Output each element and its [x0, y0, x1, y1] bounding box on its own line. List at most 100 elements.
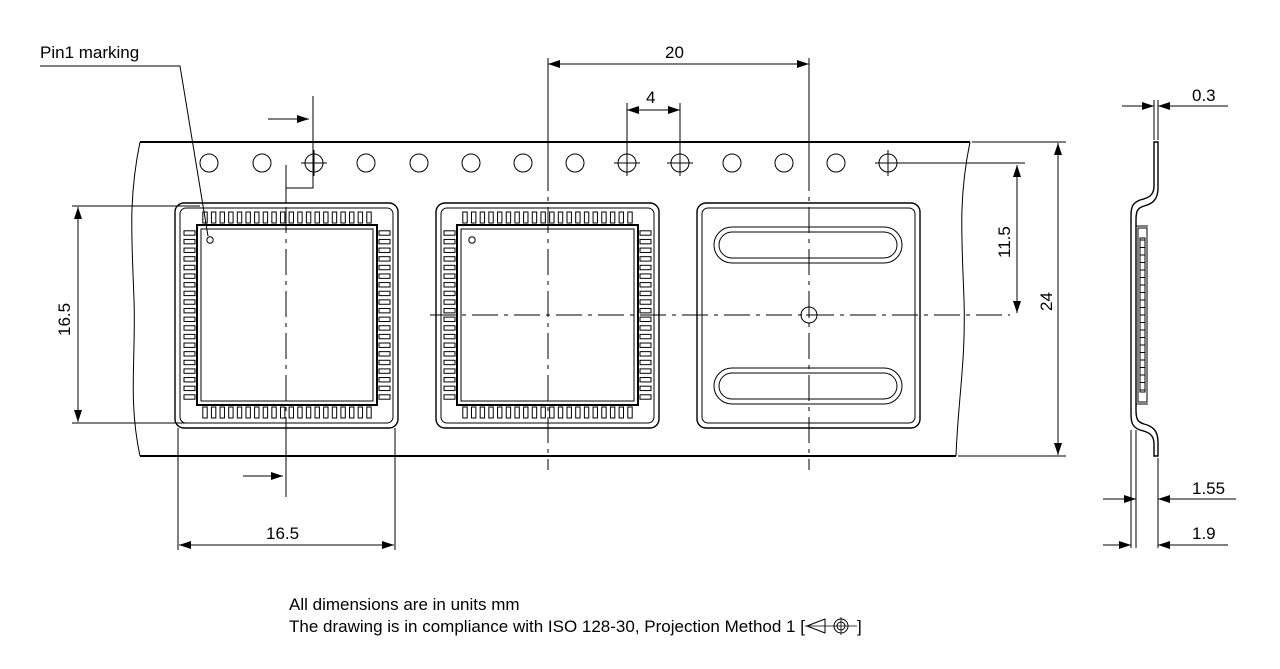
pin — [505, 211, 512, 224]
pin — [540, 211, 546, 224]
pin — [443, 230, 456, 236]
pin — [443, 368, 456, 374]
pin — [183, 385, 196, 392]
dimension-20-label: 20 — [665, 43, 684, 62]
pin — [183, 247, 196, 253]
pin — [609, 211, 616, 224]
pin — [357, 406, 364, 419]
pin — [531, 211, 538, 224]
pin — [378, 377, 391, 383]
pin — [323, 406, 329, 419]
pin — [245, 211, 251, 224]
pin — [639, 359, 652, 366]
pin1-dot — [206, 236, 214, 244]
sprocket-hole — [252, 153, 272, 173]
pin — [627, 406, 633, 419]
pin — [549, 211, 555, 224]
pin — [443, 394, 456, 400]
pin — [583, 406, 590, 419]
pin — [288, 406, 295, 419]
pin — [639, 307, 652, 314]
pin — [609, 406, 616, 419]
pin — [378, 230, 391, 236]
dimension-0-3: 0.3 — [1122, 86, 1228, 140]
pin — [557, 211, 564, 224]
pin — [639, 247, 652, 253]
dimension-16-5-horizontal-label: 16.5 — [266, 524, 299, 543]
units-note: All dimensions are in units mm — [289, 595, 520, 614]
pin — [639, 230, 652, 236]
pin — [639, 377, 652, 383]
pin — [210, 211, 217, 224]
pin — [219, 211, 225, 224]
pin — [639, 325, 652, 331]
pin — [183, 264, 196, 271]
pin — [488, 406, 494, 419]
pin — [443, 342, 456, 348]
pin — [378, 273, 391, 279]
drawing-notes: All dimensions are in units mm The drawi… — [289, 594, 862, 638]
pin — [566, 406, 572, 419]
pin — [639, 238, 652, 245]
pin — [627, 211, 633, 224]
pin — [470, 211, 477, 224]
pin — [378, 238, 391, 245]
pin — [378, 282, 391, 288]
pin — [183, 333, 196, 340]
pin1-dot — [468, 236, 476, 244]
dimension-11-5: 11.5 — [894, 162, 1025, 313]
pin — [523, 211, 529, 224]
pin — [183, 273, 196, 279]
dimension-1-55: 1.55 — [1103, 430, 1236, 548]
dimension-1-55-label: 1.55 — [1192, 479, 1225, 498]
pin — [331, 406, 338, 419]
sprocket-hole — [565, 153, 585, 173]
pin — [443, 264, 456, 271]
pin — [378, 256, 391, 262]
pin — [228, 211, 234, 224]
pin — [443, 247, 456, 253]
pin — [288, 211, 295, 224]
pin — [514, 406, 520, 419]
pin — [349, 406, 355, 419]
pin — [314, 406, 320, 419]
pin — [378, 394, 391, 400]
pin — [340, 406, 346, 419]
pin — [378, 359, 391, 366]
pin — [488, 211, 494, 224]
pin — [183, 342, 196, 348]
pin — [183, 230, 196, 236]
pin — [271, 406, 277, 419]
pin — [443, 359, 456, 366]
pin — [639, 264, 652, 271]
pin — [357, 211, 364, 224]
dimension-20: 20 — [547, 43, 810, 165]
pin — [443, 333, 456, 340]
pin — [639, 256, 652, 262]
pin — [592, 406, 598, 419]
pin — [183, 359, 196, 366]
pin — [462, 406, 468, 419]
pin — [378, 307, 391, 314]
pin — [183, 299, 196, 305]
pin — [523, 406, 529, 419]
pin — [340, 211, 346, 224]
pin — [183, 238, 196, 245]
sprocket-hole — [409, 153, 429, 173]
pin — [202, 406, 208, 419]
pin1-leader: Pin1 marking — [40, 43, 209, 237]
pin — [443, 385, 456, 392]
pin — [297, 406, 303, 419]
pin — [378, 351, 391, 357]
pin — [497, 406, 503, 419]
pin — [183, 307, 196, 314]
pin — [443, 238, 456, 245]
pin — [279, 406, 286, 419]
pin — [366, 406, 372, 419]
pin — [378, 264, 391, 271]
pin — [470, 406, 477, 419]
carrier-tape — [131, 141, 971, 457]
dimension-1-9-label: 1.9 — [1192, 524, 1216, 543]
pin — [443, 290, 456, 297]
pin — [479, 406, 486, 419]
